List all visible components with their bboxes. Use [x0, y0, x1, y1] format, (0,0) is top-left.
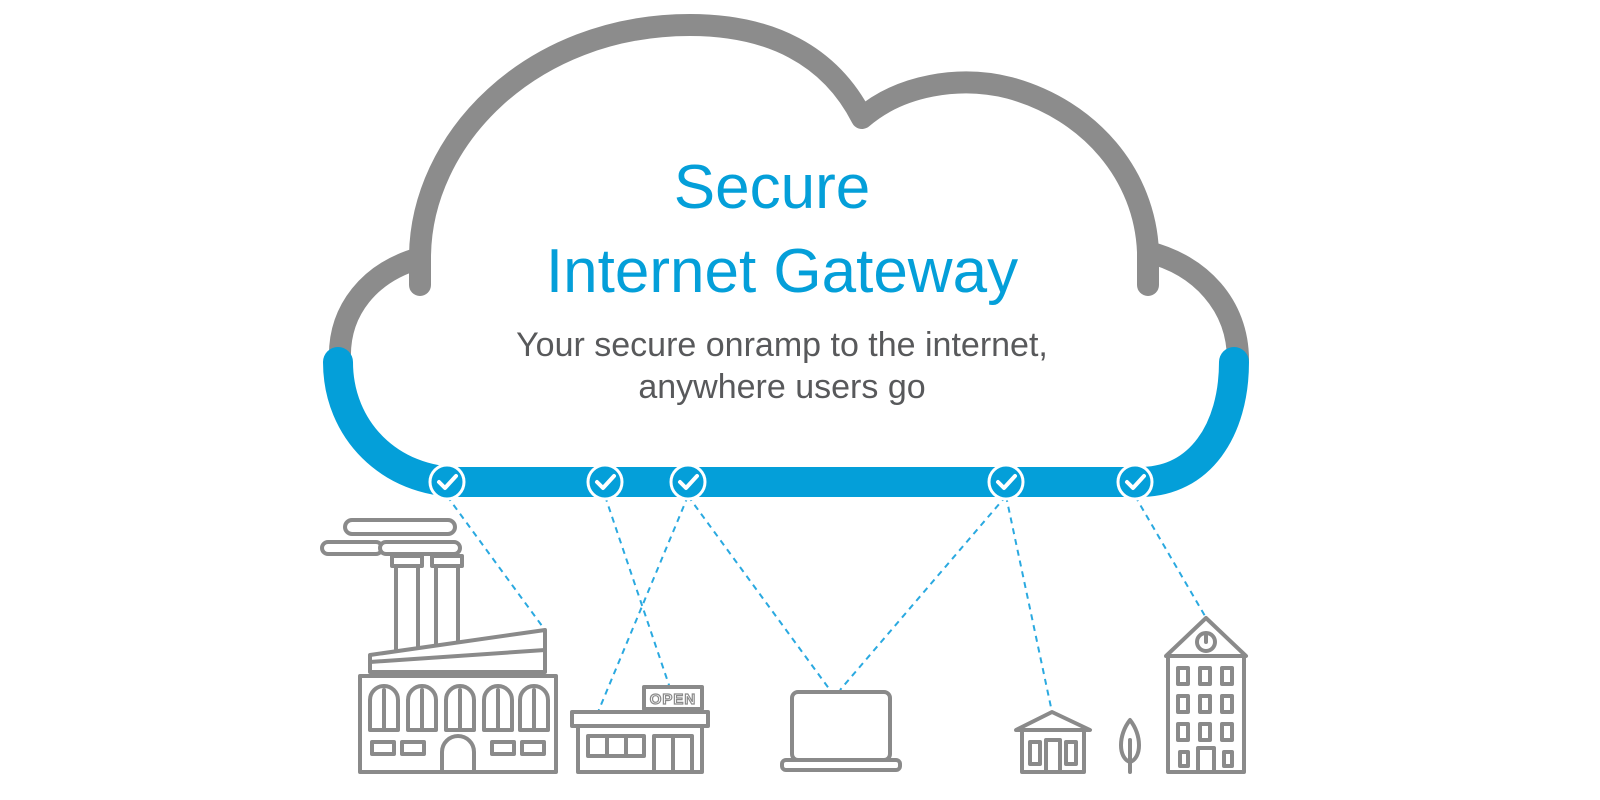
factory-icon [320, 518, 558, 774]
tree-icon [1119, 718, 1141, 774]
office-windows [1176, 666, 1234, 774]
connection-lines [446, 495, 1206, 713]
subtitle-line-1: Your secure onramp to the internet, [516, 326, 1048, 364]
house-icon [1014, 710, 1092, 774]
check-icon [669, 463, 707, 501]
title-line-1: Secure [674, 153, 870, 222]
factory-windows [368, 684, 550, 732]
check-icon [428, 463, 466, 501]
store-icon: OPEN [570, 685, 710, 774]
title-line-2: Internet Gateway [546, 237, 1018, 306]
subtitle-line-2: anywhere users go [638, 368, 925, 406]
check-icon [1116, 463, 1154, 501]
check-icon [586, 463, 624, 501]
laptop-icon [780, 690, 902, 772]
check-icon [987, 463, 1025, 501]
store-sign-text: OPEN [650, 691, 697, 708]
office-building-icon [1164, 616, 1248, 774]
check-badges [428, 463, 1154, 501]
